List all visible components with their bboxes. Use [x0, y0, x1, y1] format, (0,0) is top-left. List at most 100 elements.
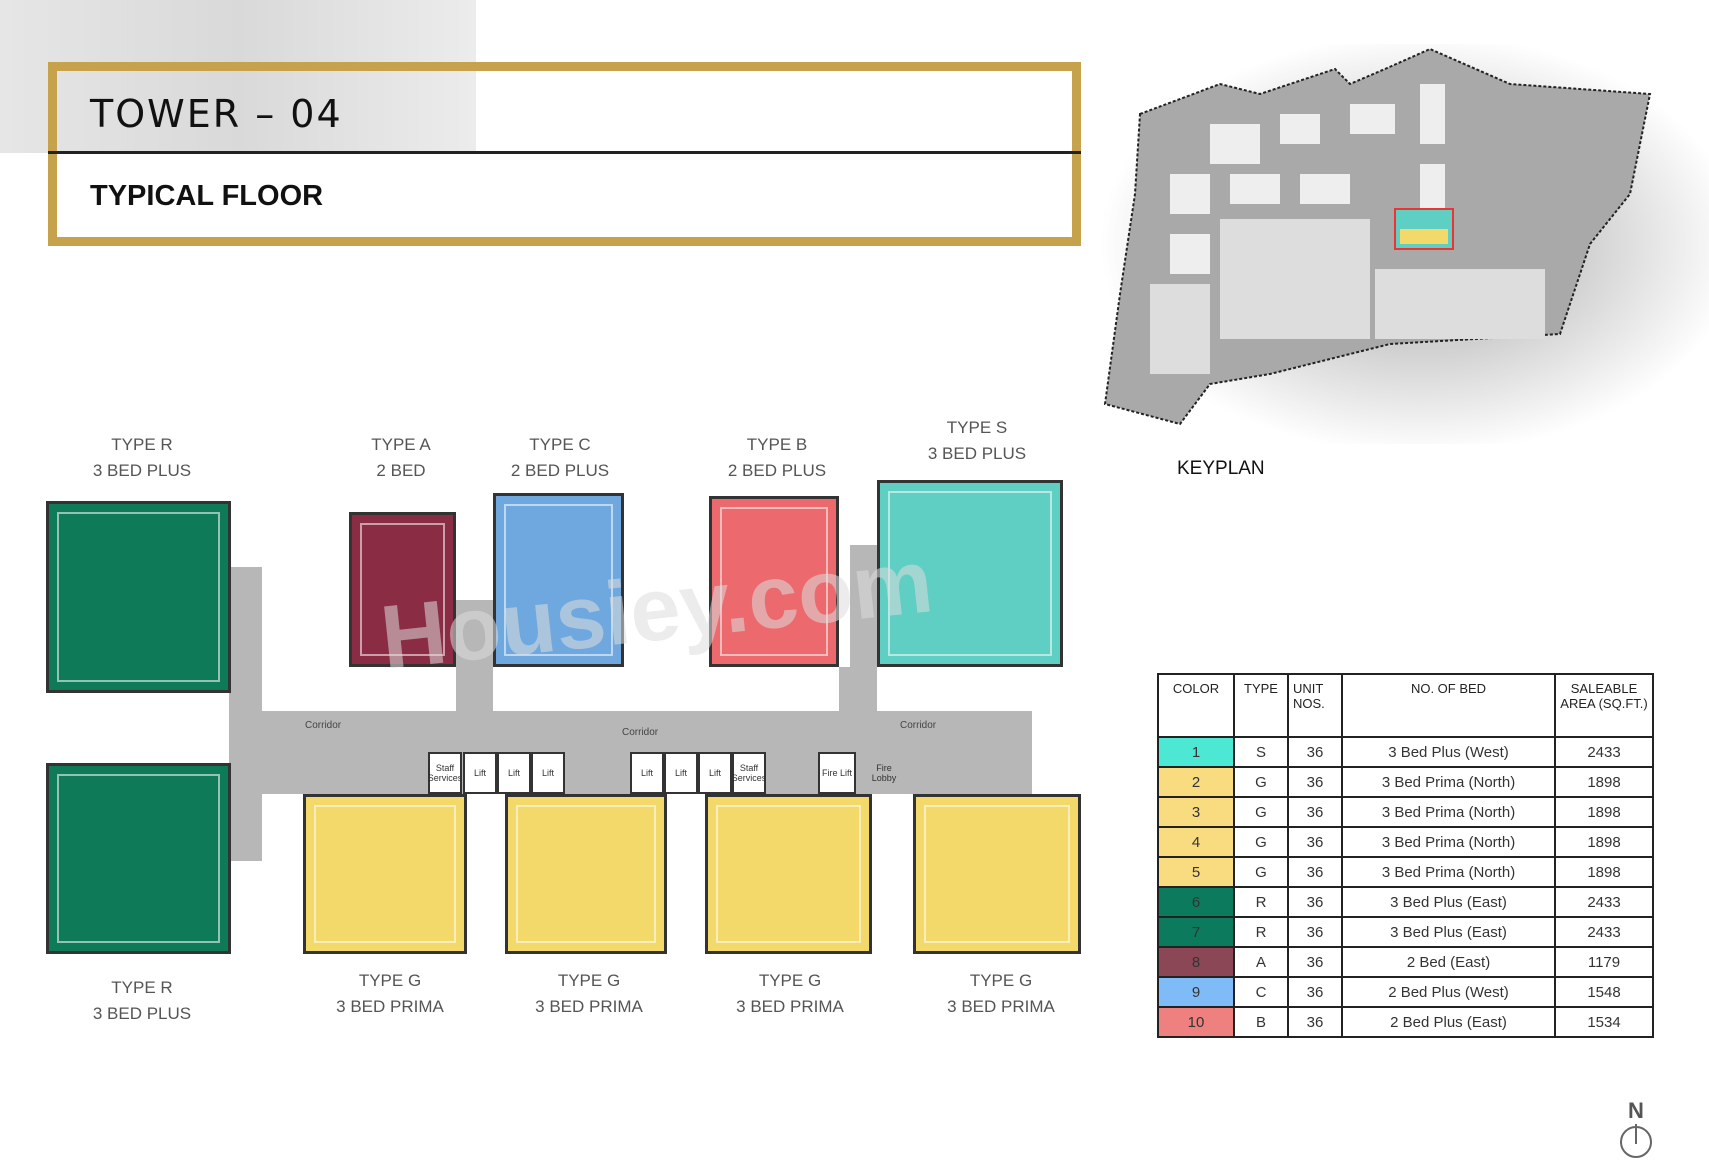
corridor-spur-b: [839, 667, 877, 712]
corridor-spur-a: [456, 600, 493, 712]
beds-cell: 3 Bed Prima (North): [1341, 796, 1556, 828]
lift: Lift: [630, 752, 664, 794]
beds-cell: 3 Bed Prima (North): [1341, 856, 1556, 888]
corridor-label: Corridor: [622, 727, 659, 738]
title-divider: [48, 151, 1081, 154]
unit-table: COLOR TYPE UNIT NOS. NO. OF BED SALEABLE…: [1157, 673, 1654, 1038]
beds-cell: 2 Bed Plus (East): [1341, 1006, 1556, 1038]
north-arrow: N: [1618, 1098, 1654, 1166]
keyplan-label: KEYPLAN: [1177, 458, 1265, 479]
lift: Lift: [463, 752, 497, 794]
type-cell: G: [1233, 796, 1289, 828]
table-header: COLOR TYPE UNIT NOS. NO. OF BED SALEABLE…: [1157, 673, 1654, 738]
fire-lift: Fire Lift: [818, 752, 856, 794]
units-cell: 36: [1287, 826, 1343, 858]
staff-services: Staff Services: [428, 752, 462, 794]
beds-cell: 2 Bed (East): [1341, 946, 1556, 978]
type-cell: G: [1233, 826, 1289, 858]
area-cell: 1534: [1554, 1006, 1654, 1038]
area-cell: 1898: [1554, 856, 1654, 888]
unit-type-g-05: [303, 794, 467, 954]
unit-type-b: [709, 496, 839, 667]
lift: Lift: [497, 752, 531, 794]
color-swatch: 9: [1157, 976, 1235, 1008]
corridor-label: Corridor: [305, 720, 342, 731]
lift: Lift: [698, 752, 732, 794]
unit-type-r-top: [46, 501, 231, 693]
type-cell: R: [1233, 916, 1289, 948]
area-cell: 1548: [1554, 976, 1654, 1008]
type-cell: C: [1233, 976, 1289, 1008]
unit-type-g-04: [505, 794, 667, 954]
staff-services: Staff Services: [732, 752, 766, 794]
units-cell: 36: [1287, 1006, 1343, 1038]
unit-type-g-03: [705, 794, 872, 954]
color-swatch: 7: [1157, 916, 1235, 948]
area-cell: 1179: [1554, 946, 1654, 978]
type-cell: B: [1233, 1006, 1289, 1038]
type-cell: G: [1233, 856, 1289, 888]
type-cell: S: [1233, 736, 1289, 768]
beds-cell: 2 Bed Plus (West): [1341, 976, 1556, 1008]
color-swatch: 10: [1157, 1006, 1235, 1038]
page-subtitle: TYPICAL FLOOR: [90, 180, 324, 212]
color-swatch: 8: [1157, 946, 1235, 978]
unit-type-g-02: [913, 794, 1081, 954]
beds-cell: 3 Bed Plus (East): [1341, 916, 1556, 948]
color-swatch: 2: [1157, 766, 1235, 798]
fire-lobby: Fire Lobby: [871, 763, 897, 783]
unit-type-c: [493, 493, 624, 667]
color-swatch: 4: [1157, 826, 1235, 858]
type-cell: G: [1233, 766, 1289, 798]
area-cell: 1898: [1554, 766, 1654, 798]
units-cell: 36: [1287, 766, 1343, 798]
units-cell: 36: [1287, 796, 1343, 828]
corridor-label: Corridor: [900, 720, 937, 731]
beds-cell: 3 Bed Plus (East): [1341, 886, 1556, 918]
units-cell: 36: [1287, 976, 1343, 1008]
north-compass-icon: [1620, 1124, 1652, 1158]
area-cell: 1898: [1554, 796, 1654, 828]
type-cell: R: [1233, 886, 1289, 918]
lift: Lift: [664, 752, 698, 794]
area-cell: 2433: [1554, 886, 1654, 918]
type-cell: A: [1233, 946, 1289, 978]
units-cell: 36: [1287, 856, 1343, 888]
color-swatch: 1: [1157, 736, 1235, 768]
color-swatch: 5: [1157, 856, 1235, 888]
keyplan-map: [1100, 44, 1709, 444]
color-swatch: 3: [1157, 796, 1235, 828]
units-cell: 36: [1287, 916, 1343, 948]
beds-cell: 3 Bed Plus (West): [1341, 736, 1556, 768]
units-cell: 36: [1287, 736, 1343, 768]
unit-type-s: [877, 480, 1063, 667]
title-frame: [48, 62, 1081, 246]
area-cell: 2433: [1554, 736, 1654, 768]
area-cell: 1898: [1554, 826, 1654, 858]
beds-cell: 3 Bed Prima (North): [1341, 826, 1556, 858]
unit-type-r-bottom: [46, 763, 231, 954]
lift: Lift: [531, 752, 565, 794]
area-cell: 2433: [1554, 916, 1654, 948]
beds-cell: 3 Bed Prima (North): [1341, 766, 1556, 798]
